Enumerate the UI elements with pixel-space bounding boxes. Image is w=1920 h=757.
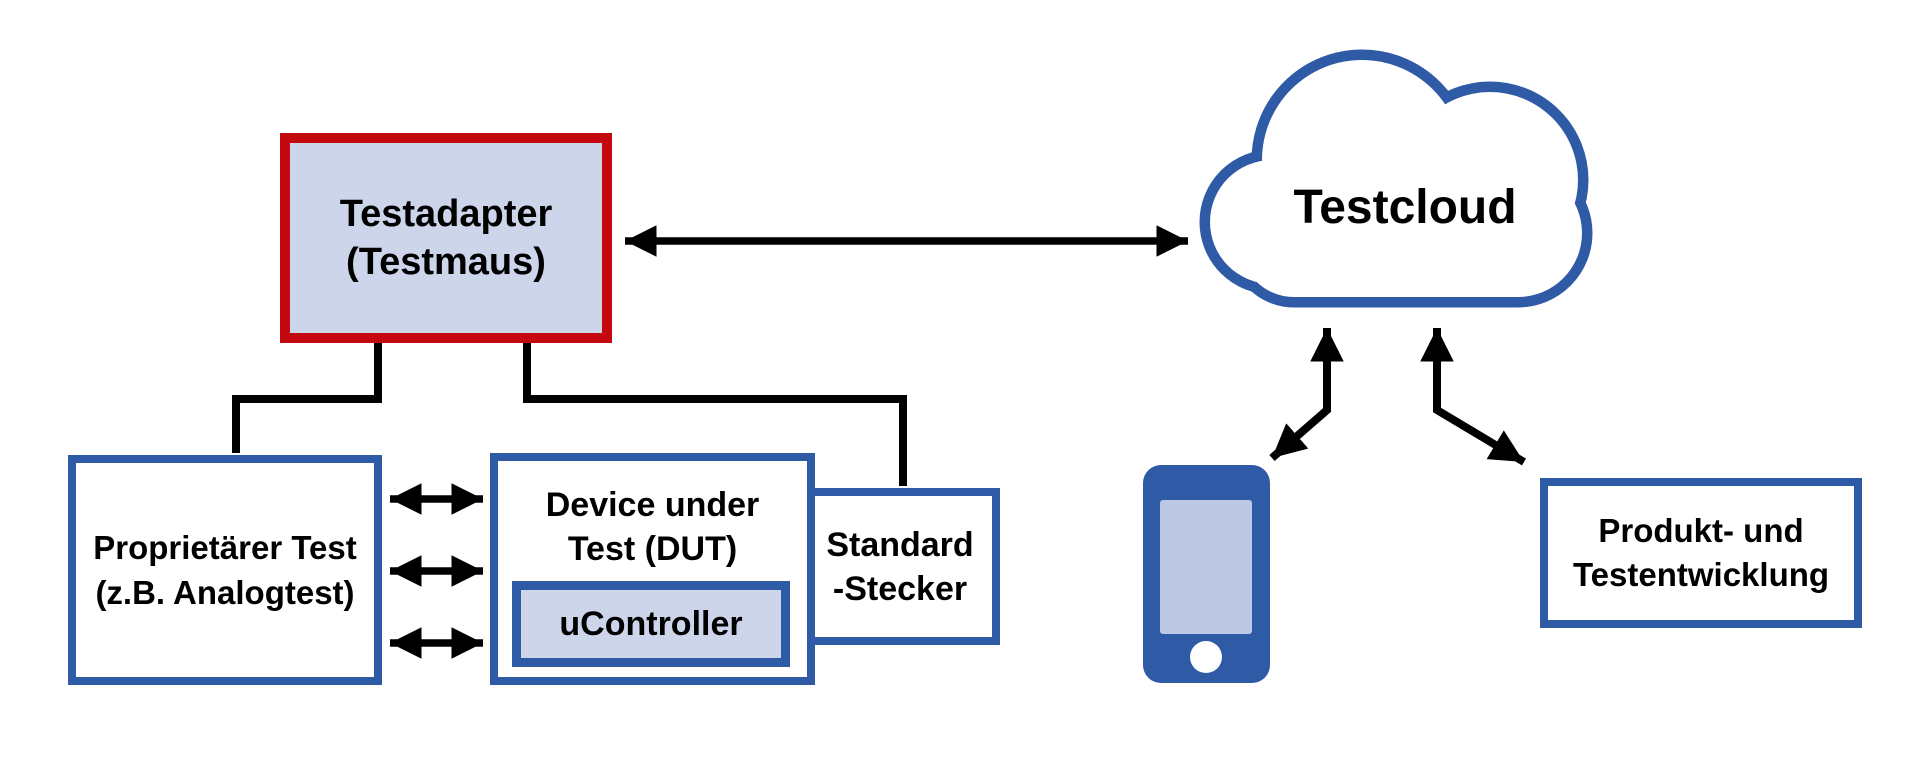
dut-label-line1: Device under: [545, 486, 760, 524]
testadapter-label-line1: Testadapter: [339, 193, 553, 235]
produkt-label-line2: Testentwicklung: [1572, 556, 1830, 593]
smartphone-icon: [1143, 465, 1270, 683]
standard-stecker-label-line2: -Stecker: [832, 569, 968, 608]
ucontroller-box: uController: [512, 581, 790, 667]
connector-testadapter-stecker: [523, 339, 907, 486]
produkt-label-line1: Produkt- und: [1598, 512, 1804, 549]
testadapter-label-line2: (Testmaus): [346, 241, 546, 283]
connector-testadapter-proprietaerer: [232, 339, 382, 453]
proprietaerer-test-label-line1: Proprietärer Test: [93, 529, 357, 566]
proprietaerer-test-box: Proprietärer Test (z.B. Analogtest): [68, 455, 382, 685]
proprietaerer-test-label-line2: (z.B. Analogtest): [95, 574, 355, 611]
cloud-icon: [1199, 49, 1593, 308]
standard-stecker-label-line1: Standard: [826, 525, 974, 564]
standard-stecker-box: Standard -Stecker: [800, 488, 1000, 645]
testcloud-label: Testcloud: [1293, 181, 1517, 234]
testadapter-box: Testadapter (Testmaus): [280, 133, 612, 343]
produkt-testentwicklung-box: Produkt- und Testentwicklung: [1540, 478, 1862, 628]
device-under-test-box: Device under Test (DUT) uController: [490, 453, 815, 685]
arrow-testcloud-smartphone: [1269, 328, 1344, 462]
ucontroller-label: uController: [559, 605, 743, 643]
arrow-testcloud-produkt: [1420, 328, 1527, 466]
dut-label-line2: Test (DUT): [567, 530, 738, 568]
